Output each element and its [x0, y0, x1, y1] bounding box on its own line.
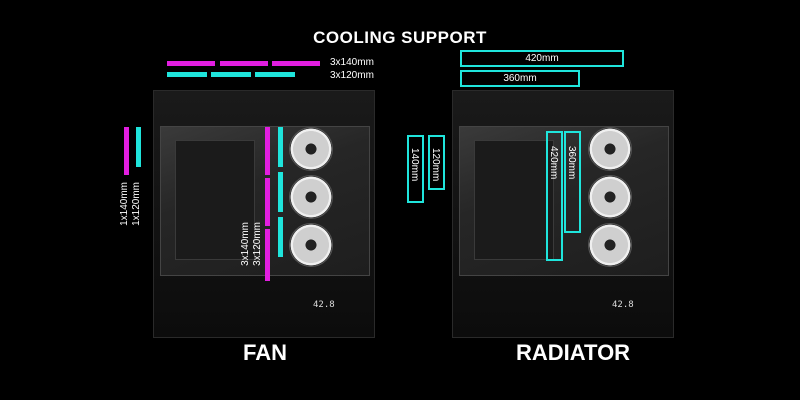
side-120-bar-3 — [278, 217, 283, 257]
side-140-bar-2 — [265, 178, 270, 226]
top-420-box: 420mm — [460, 50, 624, 67]
side-420-label: 420mm — [548, 146, 559, 180]
top-360-label: 360mm — [503, 73, 537, 84]
rear-120-label: 120mm — [430, 148, 441, 182]
fan-icon-3 — [588, 223, 632, 267]
page-title: COOLING SUPPORT — [313, 28, 487, 47]
fan-icon-2 — [588, 175, 632, 219]
top-120-bar-3 — [255, 72, 295, 77]
fan-icon-1 — [588, 127, 632, 171]
top-140-bar-2 — [220, 61, 268, 66]
side-120-bar-2 — [278, 172, 283, 212]
side-360-label: 360mm — [566, 146, 577, 180]
temperature-display: 42.8 — [612, 300, 634, 310]
side-360-box — [564, 131, 581, 233]
rear-140-box — [407, 135, 424, 203]
side-140-bar-1 — [265, 127, 270, 175]
rear-120-bar — [136, 127, 141, 167]
side-140-bar-3 — [265, 229, 270, 281]
top-120-bar-2 — [211, 72, 251, 77]
rear-140-label: 140mm — [409, 148, 420, 182]
top-360-box: 360mm — [460, 70, 580, 87]
radiator-label: RADIATOR — [516, 340, 631, 365]
side-120-label: 3x120mm — [252, 222, 263, 266]
rear-140-bar — [124, 127, 129, 175]
rear-140-label: 1x140mm — [119, 182, 130, 226]
side-420-box — [546, 131, 563, 261]
side-140-label: 3x140mm — [240, 222, 251, 266]
fan-icon-3 — [289, 223, 333, 267]
fan-icon-1 — [289, 127, 333, 171]
top-140-bar-1 — [167, 61, 215, 66]
rear-120-label: 1x120mm — [131, 182, 142, 226]
rear-120-box — [428, 135, 445, 190]
temperature-display: 42.8 — [313, 300, 335, 310]
fan-label: FAN — [243, 340, 287, 365]
top-420-label: 420mm — [525, 53, 559, 64]
top-140-label: 3x140mm — [330, 57, 374, 68]
side-120-bar-1 — [278, 127, 283, 167]
motherboard — [474, 140, 554, 260]
top-140-bar-3 — [272, 61, 320, 66]
top-120-label: 3x120mm — [330, 70, 374, 81]
motherboard — [175, 140, 255, 260]
top-120-bar-1 — [167, 72, 207, 77]
fan-icon-2 — [289, 175, 333, 219]
